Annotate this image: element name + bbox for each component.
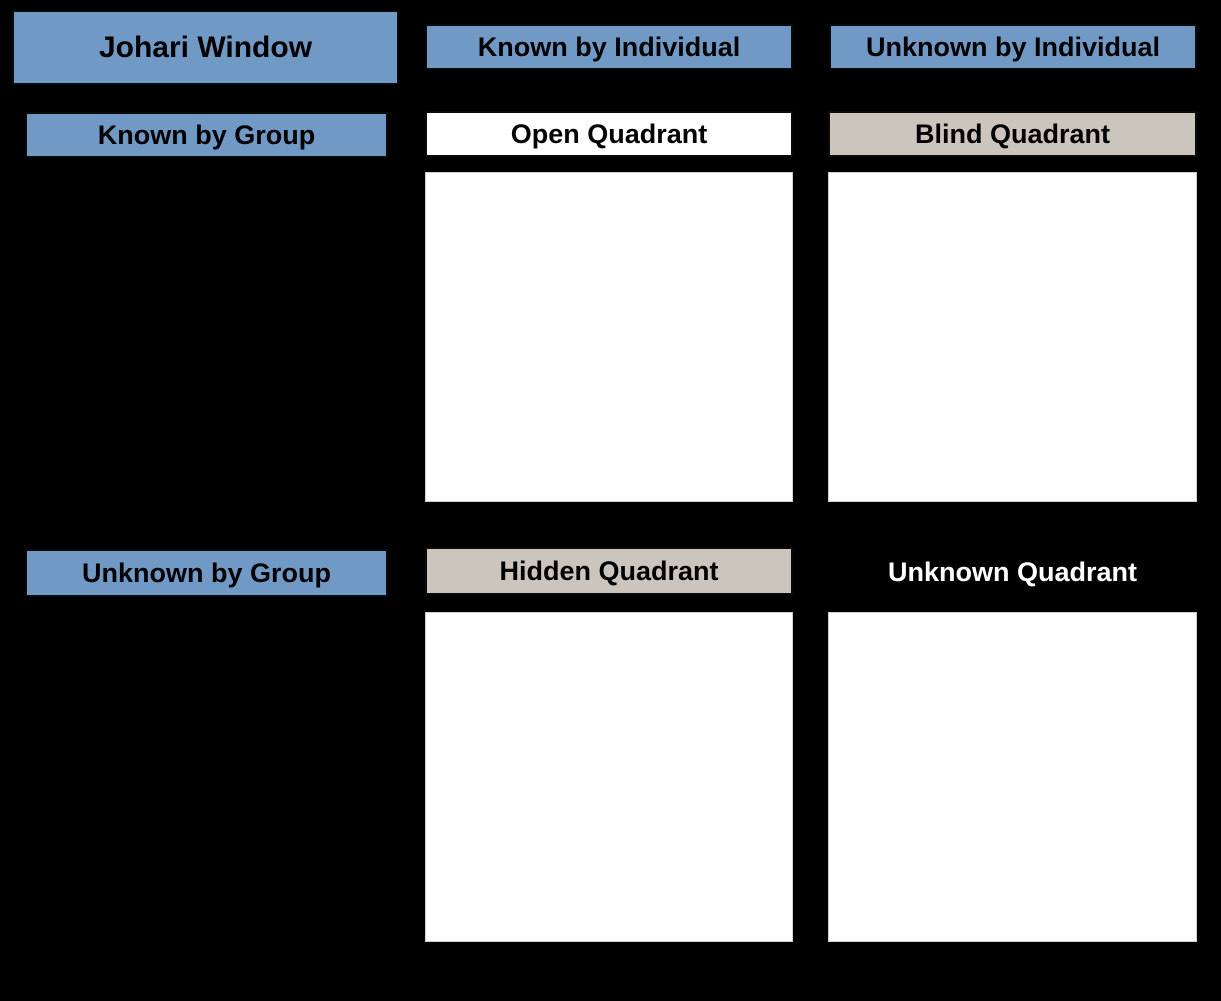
quadrant-label-blind: Blind Quadrant [828,111,1197,157]
column-header-unknown-by-individual: Unknown by Individual [829,24,1197,70]
diagram-title: Johari Window [98,30,313,64]
quadrant-label: Open Quadrant [510,118,708,149]
quadrant-label-hidden: Hidden Quadrant [425,547,793,595]
quadrant-label: Hidden Quadrant [499,555,719,586]
quadrant-label-open: Open Quadrant [425,111,793,157]
quadrant-box-unknown [828,612,1197,942]
column-header-label: Unknown by Individual [865,31,1160,62]
row-header-known-by-group: Known by Group [25,112,388,158]
quadrant-label-unknown: Unknown Quadrant [828,549,1197,595]
quadrant-label: Blind Quadrant [915,118,1110,149]
quadrant-box-hidden [425,612,793,942]
column-header-label: Known by Individual [477,31,741,62]
row-header-unknown-by-group: Unknown by Group [25,549,388,597]
row-header-label: Unknown by Group [82,557,331,588]
diagram-title-bar: Johari Window [12,10,399,85]
column-header-known-by-individual: Known by Individual [425,24,793,70]
quadrant-box-blind [828,172,1197,502]
quadrant-label: Unknown Quadrant [888,556,1137,587]
row-header-label: Known by Group [97,119,316,150]
quadrant-box-open [425,172,793,502]
